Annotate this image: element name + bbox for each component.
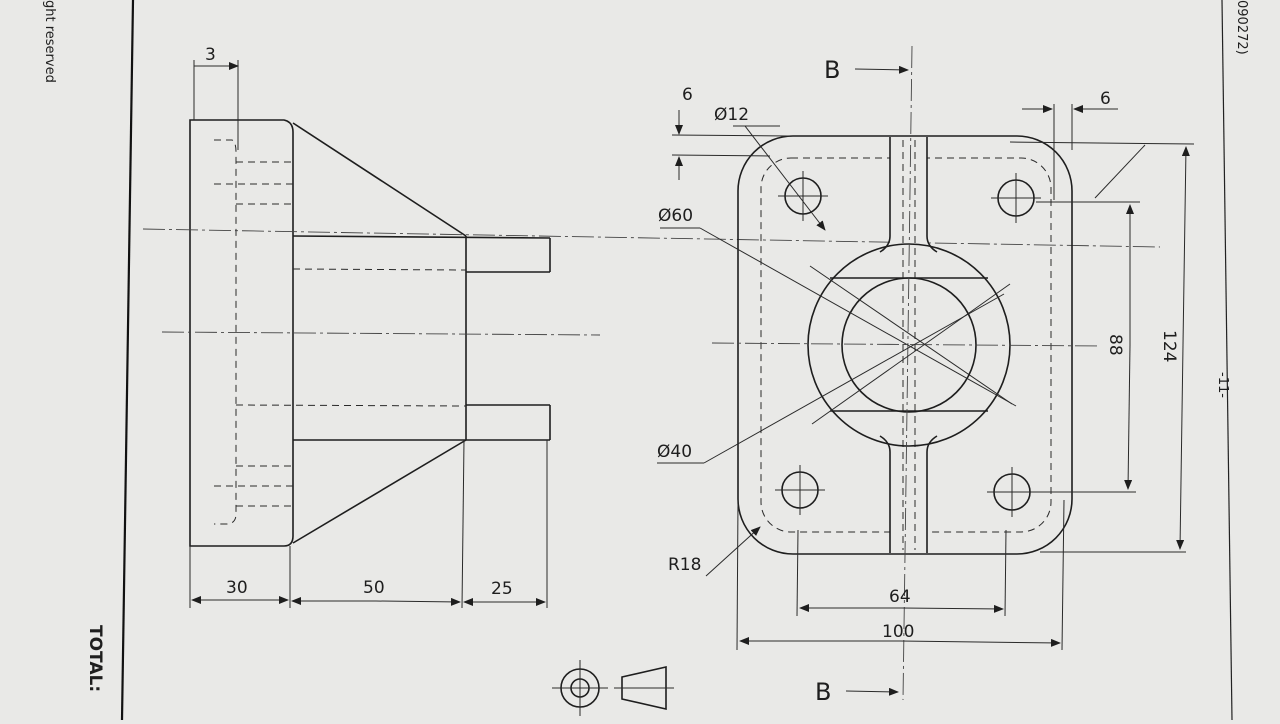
leader-boss-dia: [699, 227, 1017, 407]
dim-50-line-b: [375, 597, 461, 606]
front-horizontal-centerline: [711, 342, 1101, 347]
dim-64-arrow-right: [901, 604, 1004, 613]
hole-centermarks: [775, 171, 1041, 517]
dim-6-left-ext-b: [671, 154, 771, 157]
total-label: TOTAL:: [85, 625, 105, 692]
dim-ext-3: [461, 439, 465, 609]
dim-flange-thickness: 3: [205, 45, 216, 65]
dim-right-offset: 6: [1100, 89, 1111, 109]
dim-base-width: 30: [226, 578, 248, 598]
side-gusset-lower: [292, 439, 467, 544]
left-border-line: [120, 0, 135, 721]
dim-6-right-leader: [1094, 144, 1146, 199]
section-label-top: B: [824, 56, 840, 84]
side-hidden-bore-top: [292, 268, 467, 271]
dim-64-ext-left: [796, 529, 799, 617]
dim-100-ext-left: [736, 499, 739, 651]
dim-overall-height: 124: [1159, 330, 1179, 362]
dim-web-length: 50: [363, 578, 385, 598]
dim-124-arrow-top: [1181, 146, 1190, 346]
dim-boss-dia: Ø60: [658, 206, 693, 226]
dim-corner-radius: R18: [668, 555, 701, 575]
dim-left-offset: 6: [682, 85, 693, 105]
dim-124-ext-top: [1009, 141, 1195, 145]
section-arrow-top: [854, 65, 909, 74]
section-arrow-bottom: [845, 687, 899, 696]
dim-bore-dia: Ø40: [657, 442, 692, 462]
dim-hole-pitch-horizontal: 64: [889, 587, 911, 607]
front-vertical-centerline: [902, 45, 913, 701]
side-base-plate: [189, 119, 294, 547]
dim-hole-dia: Ø12: [714, 105, 749, 125]
front-rib-right-top: [926, 137, 938, 253]
first-angle-projection-icon: [552, 660, 674, 716]
dim-boss-length: 25: [491, 579, 513, 599]
page-number: -11-: [1215, 372, 1230, 398]
side-centerline-upper: [142, 228, 1161, 248]
leader-corner-radius: [705, 526, 761, 577]
front-view: B B Ø12 Ø60 Ø40 R18 6 6 88: [657, 45, 1195, 706]
bore-diagonal-2: [811, 283, 1011, 425]
dim-100-ext-right: [1061, 499, 1065, 651]
dim-100-arrow-right: [899, 638, 1061, 647]
leader-bore-dia: [703, 293, 1005, 464]
side-view: 3 30 50 25: [142, 45, 1161, 609]
section-label-bottom: B: [815, 678, 831, 706]
side-centerline-bore: [161, 331, 601, 336]
dim-64-ext-right: [1004, 529, 1007, 617]
front-rib-left-top: [879, 137, 891, 253]
dim-overall-width: 100: [882, 622, 914, 642]
dim-124-arrow-bottom: [1176, 344, 1185, 550]
copyright-text: ght reserved: [42, 0, 57, 83]
side-hidden-bore-bottom: [235, 404, 467, 407]
dim-88-arrow-bottom: [1124, 344, 1133, 490]
dim-6-left-ext-a: [671, 134, 791, 137]
side-boss-top: [292, 235, 551, 239]
bore-diagonal-1: [809, 265, 1013, 405]
leader-hole-dia: [744, 125, 826, 231]
dim-hole-pitch-vertical: 88: [1105, 334, 1125, 356]
right-border-line: [1221, 0, 1233, 721]
side-gusset-upper: [292, 122, 467, 237]
document-code-text: 090272): [1234, 0, 1249, 55]
